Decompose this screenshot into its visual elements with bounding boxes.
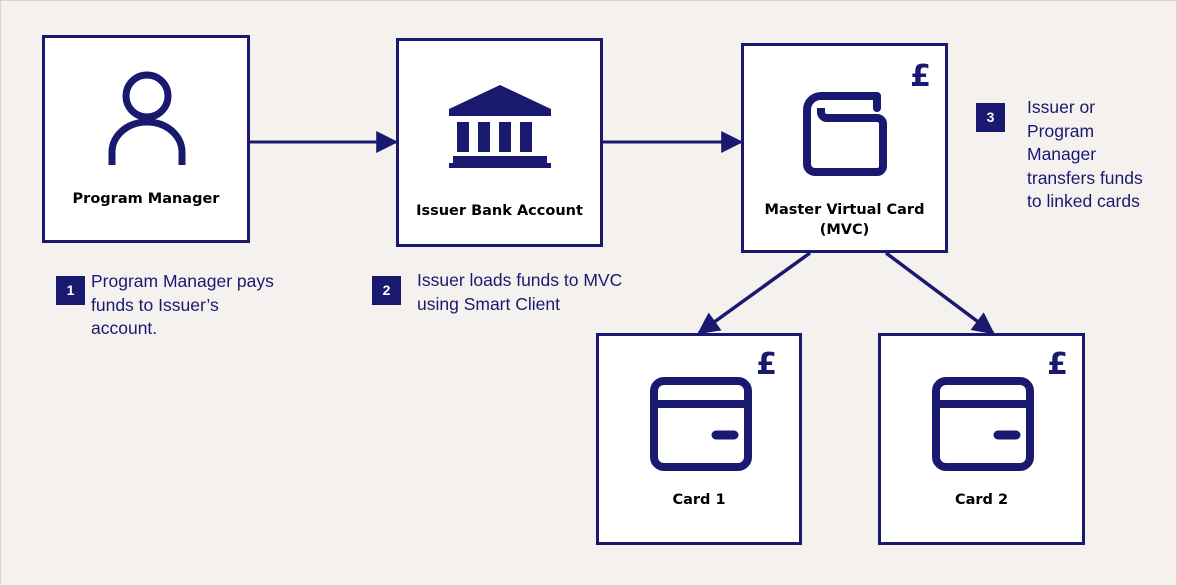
currency-symbol: £ [756, 347, 777, 382]
node-label-line2: (MVC) [819, 222, 870, 238]
bank-icon [449, 85, 551, 168]
card-icon [650, 377, 752, 471]
node-program-manager: Program Manager [42, 35, 250, 243]
arrow-mvc-to-card2 [884, 251, 995, 335]
step-2-line: using Smart Client [417, 293, 560, 314]
step-1-line: funds to Issuer’s [91, 294, 219, 315]
step-1-line: account. [91, 318, 158, 338]
step-1-badge: 1 [56, 276, 85, 305]
step-3-line: transfers funds [1027, 167, 1143, 188]
wallet-icon [803, 92, 887, 176]
step-1-text: Program Manager pays funds to Issuer’s a… [91, 270, 274, 341]
step-2-badge: 2 [372, 276, 401, 305]
node-card-2: £ Card 2 [878, 333, 1085, 545]
step-3-line: to linked cards [1027, 191, 1140, 211]
node-label: Issuer Bank Account [416, 203, 583, 219]
currency-symbol: £ [910, 59, 931, 94]
person-icon [108, 71, 186, 165]
card-icon [932, 377, 1034, 471]
arrow-mvc-to-card1 [697, 251, 812, 335]
step-3-badge: 3 [976, 103, 1005, 132]
step-3-line: Manager [1027, 144, 1097, 164]
node-label: Program Manager [72, 191, 220, 207]
currency-symbol: £ [1047, 347, 1068, 382]
node-master-virtual-card: £ Master Virtual Card (MVC) [741, 43, 948, 253]
node-label: Card 1 [672, 492, 726, 508]
node-label: Card 2 [954, 492, 1009, 508]
step-1-line: Program Manager pays [91, 271, 274, 291]
step-3-line: Issuer or [1027, 97, 1096, 117]
node-label-line1: Master Virtual Card [764, 202, 925, 218]
node-card-1: £ Card 1 [596, 333, 802, 545]
step-3-line: Program [1027, 120, 1095, 141]
step-2-line: Issuer loads funds to MVC [417, 270, 623, 290]
step-2-text: Issuer loads funds to MVC using Smart Cl… [417, 269, 622, 316]
node-issuer-bank-account: Issuer Bank Account [396, 38, 603, 247]
step-3-text: Issuer or Program Manager transfers fund… [1027, 96, 1143, 214]
